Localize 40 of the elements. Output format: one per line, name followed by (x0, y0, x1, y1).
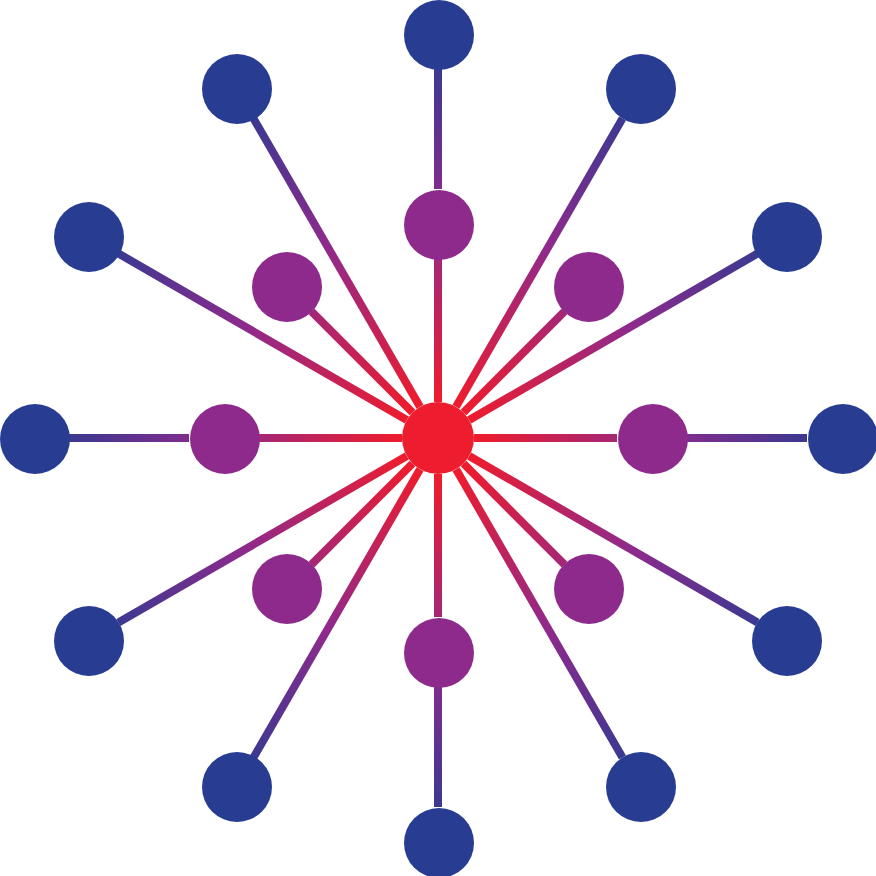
outer-node (0, 403, 69, 473)
connector-line (467, 452, 760, 626)
connector-line (452, 467, 626, 760)
connector-line (259, 434, 402, 442)
connector-line (308, 460, 416, 568)
connector-line (474, 434, 617, 442)
inner-node (554, 554, 625, 625)
connector-line (467, 250, 760, 424)
connector-line (434, 259, 442, 402)
inner-node (251, 554, 322, 625)
connector-line (434, 69, 442, 189)
inner-node (403, 189, 473, 259)
outer-node (53, 605, 124, 675)
inner-node (554, 251, 625, 322)
connector-line (250, 467, 424, 760)
connector-line (116, 452, 409, 626)
connector-line (308, 308, 416, 416)
connector-line (116, 250, 409, 424)
connector-line (687, 434, 807, 442)
connector-line (69, 434, 189, 442)
connector-line (460, 460, 568, 568)
outer-node (605, 53, 675, 124)
connector-line (250, 116, 424, 409)
outer-node (605, 752, 675, 823)
outer-node (403, 0, 473, 69)
outer-node (53, 201, 124, 271)
outer-node (752, 605, 823, 675)
outer-node (201, 53, 271, 124)
connector-line (452, 116, 626, 409)
inner-node (617, 403, 687, 473)
outer-node (201, 752, 271, 823)
inner-node (251, 251, 322, 322)
outer-node (403, 807, 473, 876)
outer-node (752, 201, 823, 271)
connector-line (434, 687, 442, 807)
connector-line (460, 308, 568, 416)
outer-node (807, 403, 876, 473)
inner-node (189, 403, 259, 473)
inner-node (403, 617, 473, 687)
connector-line (434, 474, 442, 617)
